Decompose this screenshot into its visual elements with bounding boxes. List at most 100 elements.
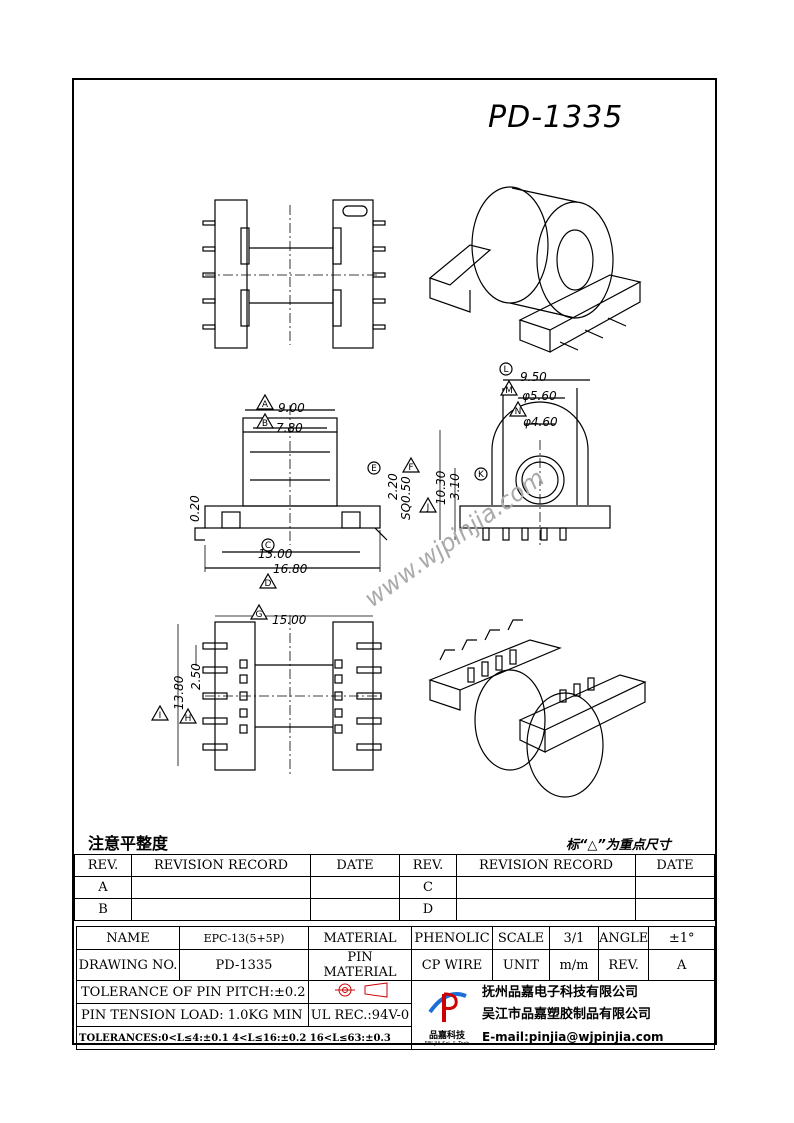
svg-text:D: D	[265, 579, 272, 589]
svg-text:B: B	[262, 419, 268, 429]
rev-cell: A	[74, 876, 132, 899]
dim-220: 2.20	[386, 473, 400, 500]
ul-rec: UL REC.:94V-0	[308, 1003, 412, 1027]
dim-900: 9.00	[278, 401, 305, 415]
isometric-view-bottom	[428, 619, 647, 798]
angle-value: ±1°	[648, 926, 715, 950]
rev-cell: B	[74, 898, 132, 921]
date-cell	[635, 898, 715, 921]
top-view	[202, 199, 386, 349]
tolerance-pitch: TOLERANCE OF PIN PITCH:±0.2	[76, 980, 309, 1004]
material-label: MATERIAL	[308, 926, 412, 950]
dim-460: φ4.60	[523, 415, 558, 429]
marker-e: E	[367, 461, 381, 475]
drawing-title: PD-1335	[488, 100, 624, 135]
marker-n: N	[508, 400, 528, 417]
svg-text:K: K	[478, 470, 485, 480]
projection-symbol-cell	[308, 980, 412, 1004]
marker-d: D	[258, 572, 278, 589]
drawing-no-label: DRAWING NO.	[76, 949, 180, 981]
material-value: PHENOLIC	[411, 926, 493, 950]
title-block-row-1: NAME EPC-13(5+5P) MATERIAL PHENOLIC SCAL…	[76, 926, 715, 950]
marker-g: G	[249, 603, 269, 620]
record-cell	[456, 898, 636, 921]
record-cell	[131, 876, 311, 899]
svg-text:N: N	[515, 407, 522, 417]
scale-label: SCALE	[492, 926, 550, 950]
marker-i: I	[150, 704, 170, 721]
dim-1680: 16.80	[273, 562, 308, 576]
name-label: NAME	[76, 926, 180, 950]
marker-b: B	[255, 412, 275, 429]
dim-1380: 13.80	[172, 675, 186, 710]
marker-h: H	[178, 707, 198, 724]
unit-value: m/m	[549, 949, 599, 981]
revision-record-header: REVISION RECORD	[131, 854, 311, 877]
marker-a: A	[255, 393, 275, 410]
logo-subtext: PIN JIA Sci. & Tech	[424, 1040, 470, 1047]
record-cell	[456, 876, 636, 899]
svg-text:C: C	[265, 541, 271, 551]
svg-text:E: E	[371, 464, 377, 474]
title-block-row-2: DRAWING NO. PD-1335 PIN MATERIAL CP WIRE…	[76, 949, 715, 981]
dim-310: 3.10	[448, 473, 462, 500]
title-block-row-3: TOLERANCE OF PIN PITCH:±0.2 品嘉科技 PIN JIA…	[76, 980, 715, 1050]
dim-1030: 10.30	[434, 470, 448, 505]
marker-m: M	[499, 379, 519, 396]
svg-text:I: I	[159, 711, 162, 721]
svg-text:F: F	[408, 463, 413, 473]
general-tolerances: TOLERANCES:0<L≤4:±0.1 4<L≤16:±0.2 16<L≤6…	[76, 1026, 412, 1050]
drawing-no-value: PD-1335	[179, 949, 309, 981]
revision-record-header: REVISION RECORD	[456, 854, 636, 877]
pin-material-value: CP WIRE	[411, 949, 493, 981]
dim-1500: 15.00	[272, 613, 307, 627]
projection-symbol-icon	[335, 982, 388, 998]
key-dimension-note: 标“△”为重点尺寸	[566, 838, 671, 853]
title-block-table: NAME EPC-13(5+5P) MATERIAL PHENOLIC SCAL…	[76, 926, 715, 1050]
dim-250: 2.50	[189, 663, 203, 690]
angle-label: ANGLE	[597, 926, 650, 950]
isometric-view-top	[428, 186, 642, 353]
date-header: DATE	[310, 854, 400, 877]
svg-text:J: J	[426, 503, 430, 513]
record-cell	[131, 898, 311, 921]
rev-header: REV.	[74, 854, 132, 877]
company-email: E-mail:pinjia@wjpinjia.com	[482, 1030, 664, 1044]
dim-560: φ5.60	[522, 389, 557, 403]
rev-cell: D	[399, 898, 457, 921]
dim-950: 9.50	[520, 370, 547, 384]
marker-l: L	[499, 362, 513, 376]
svg-text:H: H	[185, 714, 192, 724]
marker-k: K	[474, 467, 488, 481]
pin-material-label: PIN MATERIAL	[308, 949, 412, 981]
pin-tension: PIN TENSION LOAD: 1.0KG MIN	[76, 1003, 309, 1027]
company-name-2: 吴江市品嘉塑胶制品有限公司	[482, 1007, 652, 1022]
date-cell	[310, 898, 400, 921]
name-value: EPC-13(5+5P)	[179, 926, 309, 950]
company-cell: 品嘉科技 PIN JIA Sci. & Tech 抚州品嘉电子科技有限公司 吴江…	[411, 980, 715, 1050]
side-view	[439, 379, 611, 545]
rev-header: REV.	[399, 854, 457, 877]
svg-text:G: G	[256, 610, 263, 620]
unit-label: UNIT	[492, 949, 550, 981]
dim-780: 7.80	[276, 421, 303, 435]
svg-text:A: A	[262, 400, 269, 410]
rev-cell: C	[399, 876, 457, 899]
title-block-row-5: TOLERANCES:0<L≤4:±0.1 4<L≤16:±0.2 16<L≤6…	[76, 1026, 715, 1050]
svg-text:L: L	[503, 365, 508, 375]
dim-sq050: SQ0.50	[399, 476, 413, 520]
marker-j: J	[418, 496, 438, 513]
logo-text: 品嘉科技	[428, 1030, 465, 1041]
rev-value: A	[648, 949, 715, 981]
revision-row: B D	[74, 898, 715, 921]
svg-text:M: M	[505, 386, 513, 396]
flatness-note: 注意平整度	[88, 834, 169, 853]
revision-header-row: REV. REVISION RECORD DATE REV. REVISION …	[74, 854, 715, 877]
revision-table: REV. REVISION RECORD DATE REV. REVISION …	[74, 854, 715, 921]
title-block-row-4: PIN TENSION LOAD: 1.0KG MIN UL REC.:94V-…	[76, 1003, 715, 1027]
dim-020: 0.20	[188, 495, 202, 522]
revision-row: A C	[74, 876, 715, 899]
scale-value: 3/1	[549, 926, 599, 950]
date-header: DATE	[635, 854, 715, 877]
